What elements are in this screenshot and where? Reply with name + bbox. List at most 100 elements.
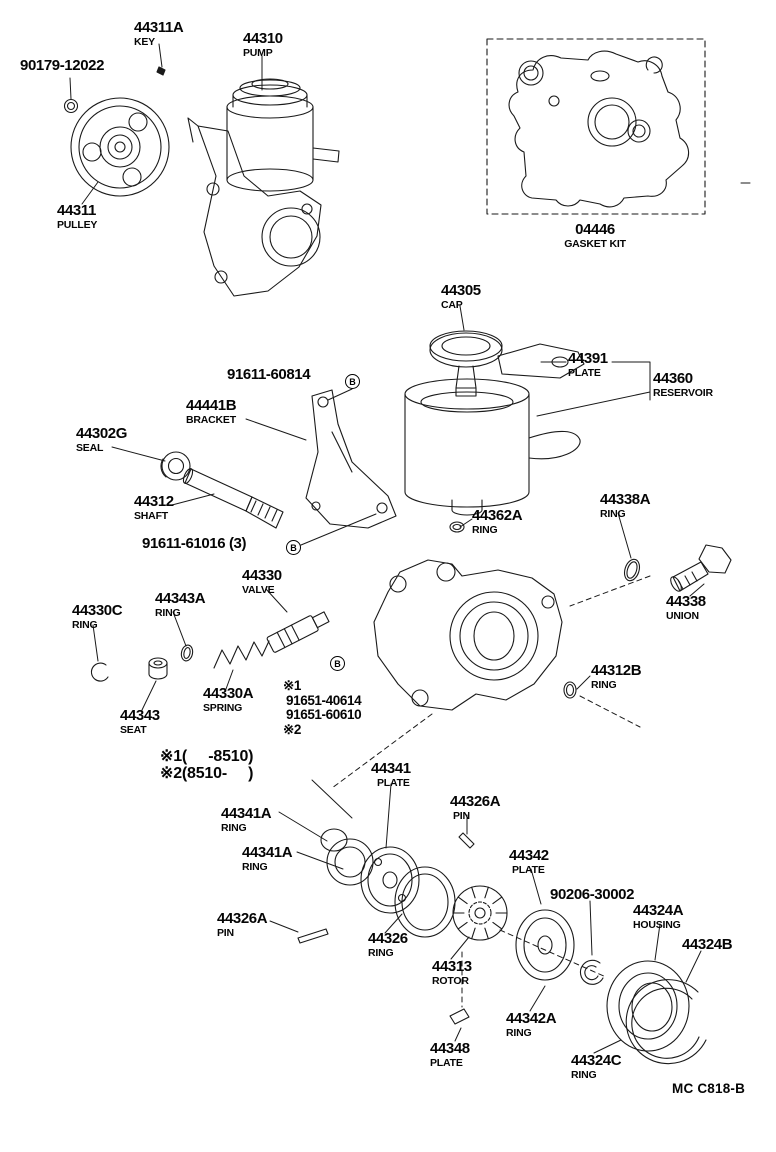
part-desc: RING (600, 508, 626, 521)
label-union: 44338 UNION (666, 593, 706, 623)
label-pulley: 44311 PULLEY (57, 202, 98, 232)
part-desc: RING (221, 822, 247, 835)
part-number: 44312 (134, 493, 174, 510)
part-number: 91651-40614 (286, 692, 362, 708)
label-seal: 44302G SEAL (76, 425, 127, 455)
label-pin-rear: 44326A PIN (217, 910, 268, 940)
pulley-drawing (70, 97, 170, 197)
label-seat: 44343 SEAT (120, 707, 160, 737)
part-desc: PLATE (377, 777, 410, 790)
bracket-drawing (305, 389, 397, 529)
plate-44342-drawing (515, 909, 575, 981)
label-bolt-notes: ※1 91651-40614 91651-60610 ※2 (283, 678, 362, 737)
label-ring-44338a: 44338A RING (600, 491, 651, 521)
label-ring-44324b: 44324B (682, 936, 733, 953)
bolt-symbol-letter: B (349, 376, 356, 387)
pump-body-drawing (373, 559, 563, 711)
label-ring-44341a-inner: 44341A RING (242, 844, 293, 874)
label-spring: 44330A SPRING (203, 685, 254, 715)
part-number: 44324C (571, 1052, 622, 1069)
housing-drawing (606, 960, 690, 1052)
ring-44330c-drawing (90, 662, 109, 682)
part-desc: ROTOR (432, 975, 469, 988)
part-number: 44326 (368, 930, 408, 947)
part-number: 44343 (120, 707, 160, 724)
part-desc: RING (155, 607, 181, 620)
label-ring-44341a-outer: 44341A RING (221, 805, 272, 835)
part-desc: PUMP (243, 47, 273, 60)
label-gasket-kit: 04446 GASKET KIT (540, 221, 650, 251)
label-applicability-notes: ※1( -8510) ※2(8510- ) (160, 748, 254, 783)
part-number: 44341A (242, 844, 293, 861)
pump-assembly-drawing (187, 78, 340, 297)
pin-rear-drawing (297, 928, 329, 944)
ring-90206-drawing (579, 959, 604, 985)
label-key: 44311A KEY (134, 19, 184, 49)
seat-drawing (148, 657, 168, 680)
label-ring-44324c: 44324C RING (571, 1052, 622, 1082)
plate-44341-drawing (360, 846, 420, 914)
gasket-kit-box (486, 38, 706, 215)
part-desc: UNION (666, 610, 699, 623)
part-number: 91611-60814 (227, 366, 311, 383)
key-drawing (156, 66, 166, 76)
part-number: 44305 (441, 282, 481, 299)
part-desc: RING (72, 619, 98, 632)
label-pulley-set-nut: 90179-12022 (20, 57, 104, 74)
part-desc: PIN (453, 810, 470, 823)
part-number: 44338 (666, 593, 706, 610)
part-desc: RING (472, 524, 498, 537)
part-desc: RING (571, 1069, 597, 1082)
part-desc: SEAT (120, 724, 147, 737)
part-number: 44324B (682, 936, 733, 953)
spring-drawing (213, 640, 270, 669)
part-number: 44311 (57, 202, 96, 219)
ring-44362a-drawing (449, 521, 465, 533)
label-ring-44362a: 44362A RING (472, 507, 523, 537)
note-mark-2: ※2 (283, 721, 302, 737)
pin-front-drawing (458, 832, 475, 849)
label-bolt-60814: 91611-60814 (227, 366, 311, 383)
label-reservoir: 44360 RESERVOIR (653, 370, 713, 400)
diagram-code-text: MC C818-B (672, 1081, 746, 1096)
label-ring-44326: 44326 RING (368, 930, 408, 960)
part-desc: PULLEY (57, 219, 98, 232)
bolt-symbol-letter: B (334, 658, 341, 669)
assembly-dashed-lines (331, 575, 651, 1008)
shaft-drawing (182, 468, 284, 529)
ring-44338a-drawing (623, 558, 641, 582)
ring-44343a-drawing (180, 644, 194, 662)
ring-44312b-drawing (563, 681, 577, 699)
ring-44326-drawing (394, 866, 456, 938)
part-number: 44342 (509, 847, 549, 864)
part-desc: SEAL (76, 442, 104, 455)
label-housing: 44324A HOUSING (633, 902, 684, 932)
label-plate-44341: 44341 PLATE (371, 760, 411, 790)
bolt-symbol-letter: B (290, 542, 297, 553)
label-ring-44330c: 44330C RING (72, 602, 123, 632)
gasket-kit-drawing (508, 50, 690, 208)
part-number: 44326A (217, 910, 268, 927)
diagram-code: MC C818-B (672, 1081, 746, 1097)
label-plate-44391: 44391 PLATE (568, 350, 608, 380)
part-number: 44391 (568, 350, 608, 367)
union-drawing (670, 544, 732, 592)
part-number: 44338A (600, 491, 651, 508)
cap-drawing (429, 330, 503, 397)
bolt-symbol-b-1: B (345, 374, 360, 389)
part-desc: BRACKET (186, 414, 236, 427)
label-plate-44342: 44342 PLATE (509, 847, 549, 877)
part-number: 91651-60610 (286, 707, 362, 723)
part-number: 90206-30002 (550, 886, 635, 903)
part-desc: RING (591, 679, 617, 692)
part-number: 44312B (591, 662, 642, 679)
part-number: 91611-61016 (3) (142, 535, 247, 552)
bolt-symbol-b-3: B (330, 656, 345, 671)
note-range-1: ※1( -8510) (160, 748, 254, 765)
leader-lines (69, 43, 751, 1054)
part-desc: RESERVOIR (653, 387, 713, 400)
part-desc: SHAFT (134, 510, 168, 523)
note-range-2: ※2(8510- ) (160, 765, 254, 783)
label-bolt-61016: 91611-61016 (3) (142, 535, 247, 552)
